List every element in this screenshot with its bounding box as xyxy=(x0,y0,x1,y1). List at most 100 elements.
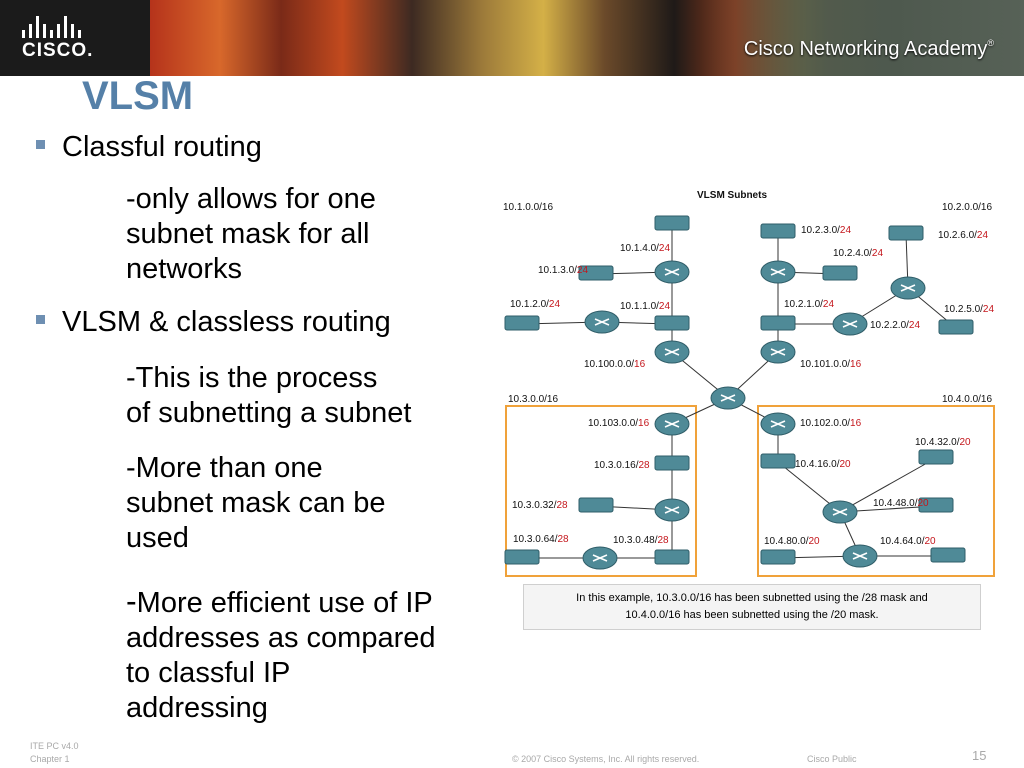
detail-line: -only allows for one xyxy=(126,183,376,215)
subnet-mask: 24 xyxy=(908,320,921,331)
detail-line: -More efficient use of IP xyxy=(126,584,436,621)
slide-title: VLSM xyxy=(82,74,194,118)
subnet-mask: 28 xyxy=(556,500,568,511)
subnet-mask: 24 xyxy=(839,225,852,236)
subnet-mask: 24 xyxy=(976,230,989,241)
subnet-mask: 20 xyxy=(917,498,929,509)
cisco-bridge-icon xyxy=(22,14,86,38)
subnet-label: 10.4.48.0/20 xyxy=(873,498,929,509)
switch-icon xyxy=(504,549,540,565)
cisco-logo-text: CISCO. xyxy=(22,40,94,61)
switch-icon xyxy=(760,549,796,565)
big-dash: - xyxy=(126,583,137,619)
subnet-mask: 16 xyxy=(850,359,862,370)
subnet-mask: 24 xyxy=(871,248,884,259)
subnet-label: 10.101.0.0/16 xyxy=(800,359,862,370)
subnet-label: 10.3.0.32/28 xyxy=(512,500,568,511)
switch-icon xyxy=(654,315,690,331)
router-arrows xyxy=(594,318,610,326)
chapter-label: Chapter 1 xyxy=(30,754,70,764)
detail-line: addresses as compared xyxy=(126,622,436,654)
bullet-classful-routing: Classful routing xyxy=(36,131,262,164)
subnet-label: 10.1.0.0/16 xyxy=(503,202,554,213)
copyright-notice: © 2007 Cisco Systems, Inc. All rights re… xyxy=(512,754,700,764)
subnet-label: 10.3.0.64/28 xyxy=(513,534,569,545)
switch-icon xyxy=(578,497,614,513)
bullet-detail: -More efficient use of IP addresses as c… xyxy=(126,584,436,726)
subnet-mask: 20 xyxy=(839,459,851,470)
bullet-square-icon xyxy=(36,139,45,149)
academy-title-text: Cisco Networking Academy xyxy=(743,38,988,60)
detail-line: networks xyxy=(126,253,243,285)
detail-text: More efficient use of IP xyxy=(136,587,433,619)
caption-line: 10.4.0.0/16 has been subnetted using the… xyxy=(625,609,879,621)
detail-line: to classful IP xyxy=(126,657,291,689)
diagram-caption: In this example, 10.3.0.0/16 has been su… xyxy=(523,584,981,630)
switch-icon xyxy=(888,225,924,241)
switch-icon xyxy=(504,315,540,331)
subnet-label: 10.2.6.0/24 xyxy=(938,230,989,241)
registered-mark: ® xyxy=(987,38,994,48)
subnet-label: 10.2.2.0/24 xyxy=(870,320,921,331)
subnet-mask: 28 xyxy=(638,460,650,471)
bullet-label: Classful routing xyxy=(62,131,262,163)
course-label: ITE PC v4.0 xyxy=(30,741,79,751)
router-arrows xyxy=(770,348,786,356)
router-arrows xyxy=(720,394,736,402)
subnet-label: 10.2.0.0/16 xyxy=(942,202,993,213)
switch-icon xyxy=(654,455,690,471)
subnet-mask: 24 xyxy=(982,304,995,315)
network-link xyxy=(839,457,937,513)
subnet-label: 10.4.64.0/20 xyxy=(880,536,936,547)
subnet-label: 10.1.3.0/24 xyxy=(538,265,589,276)
switch-icon xyxy=(918,497,954,513)
subnet-mask: 24 xyxy=(822,299,835,310)
subnet-mask: 16 xyxy=(638,418,650,429)
detail-line: of subnetting a subnet xyxy=(126,397,412,429)
bullet-label: VLSM & classless routing xyxy=(62,306,391,338)
subnet-label: 10.100.0.0/16 xyxy=(584,359,646,370)
subnet-mask: 28 xyxy=(557,534,569,545)
router-arrows xyxy=(842,320,858,328)
router-arrows xyxy=(832,508,848,516)
subnet-mask: 28 xyxy=(657,535,669,546)
subnet-mask: 24 xyxy=(658,243,671,254)
router-arrows xyxy=(664,268,680,276)
detail-line: -This is the process xyxy=(126,362,378,394)
detail-line: -More than one xyxy=(126,452,323,484)
router-arrows xyxy=(770,420,786,428)
detail-line: subnet mask for all xyxy=(126,218,370,250)
subnet-label: 10.4.16.0/20 xyxy=(795,459,851,470)
subnet-mask: 16 xyxy=(850,418,862,429)
subnet-mask: 20 xyxy=(959,437,971,448)
subnet-label: 10.2.1.0/24 xyxy=(784,299,835,310)
switch-icon xyxy=(654,549,690,565)
subnet-mask: 20 xyxy=(808,536,820,547)
subnet-label: 10.2.3.0/24 xyxy=(801,225,852,236)
switch-icon xyxy=(578,265,614,281)
router-arrows xyxy=(852,552,868,560)
detail-line: used xyxy=(126,522,189,554)
switch-icon xyxy=(760,453,796,469)
bullet-detail: -only allows for one subnet mask for all… xyxy=(126,182,376,287)
switch-icon xyxy=(938,319,974,335)
subnet-highlight-box xyxy=(505,405,697,577)
subnet-mask: 24 xyxy=(576,265,589,276)
router-arrows xyxy=(592,554,608,562)
cisco-logo: CISCO. xyxy=(14,14,94,64)
subnet-mask: 24 xyxy=(658,301,671,312)
detail-line: addressing xyxy=(126,692,268,724)
bullet-detail: -This is the process of subnetting a sub… xyxy=(126,361,411,431)
subnet-label: 10.1.2.0/24 xyxy=(510,299,561,310)
subnet-label: 10.4.0.0/16 xyxy=(942,394,993,405)
caption-line: In this example, 10.3.0.0/16 has been su… xyxy=(576,592,928,604)
switch-icon xyxy=(930,547,966,563)
router-arrows xyxy=(770,268,786,276)
header-banner: CISCO. Cisco Networking Academy® xyxy=(0,0,1024,76)
switch-icon xyxy=(654,215,690,231)
page-number: 15 xyxy=(972,748,987,763)
subnet-highlight-box xyxy=(757,405,995,577)
subnet-label: 10.3.0.48/28 xyxy=(613,535,669,546)
banner-fade xyxy=(700,0,1024,76)
diagram-title: VLSM Subnets xyxy=(697,190,768,201)
